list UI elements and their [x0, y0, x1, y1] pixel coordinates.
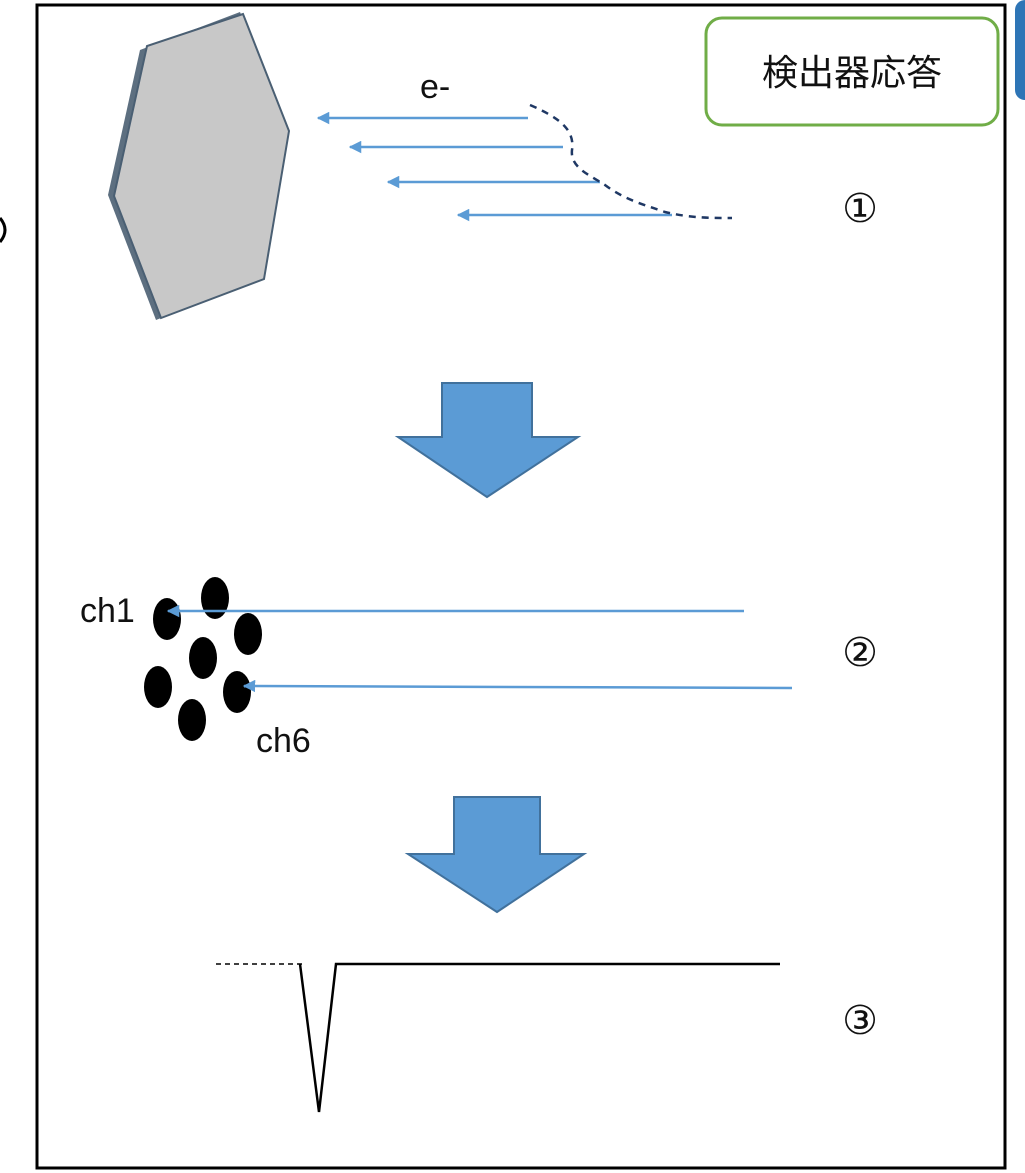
channel-dot: [223, 671, 251, 713]
hexagon-detector-plate: [108, 12, 291, 320]
channel-dot: [189, 637, 217, 679]
down-arrow-1: [394, 382, 582, 499]
channel-label-ch6: ch6: [256, 722, 311, 760]
title: 検出器応答: [762, 53, 942, 94]
channel-arrow-ch6: [242, 679, 793, 693]
channel-arrows: [166, 604, 793, 693]
electron-label: e-: [420, 68, 450, 106]
channel-dot: [144, 666, 172, 708]
edge-glyph: [0, 217, 7, 243]
channel-dot: [178, 699, 206, 741]
edge-tab: [1015, 0, 1025, 100]
step-1-marker: ①: [842, 186, 878, 232]
channel-label-ch1: ch1: [80, 592, 135, 630]
channel-dot: [234, 613, 262, 655]
signal-waveform: [216, 962, 780, 1113]
electron-trajectory: [529, 103, 733, 220]
step-2-marker: ②: [842, 630, 878, 676]
down-arrow-2: [404, 796, 588, 914]
title-box: [704, 16, 1000, 127]
channel-dot: [201, 577, 229, 619]
channel-dot: [153, 598, 181, 640]
signal-pulse: [298, 962, 780, 1113]
channel-dots: [144, 577, 262, 741]
electron-arrows: [316, 111, 672, 222]
step-3-marker: ③: [842, 998, 878, 1044]
